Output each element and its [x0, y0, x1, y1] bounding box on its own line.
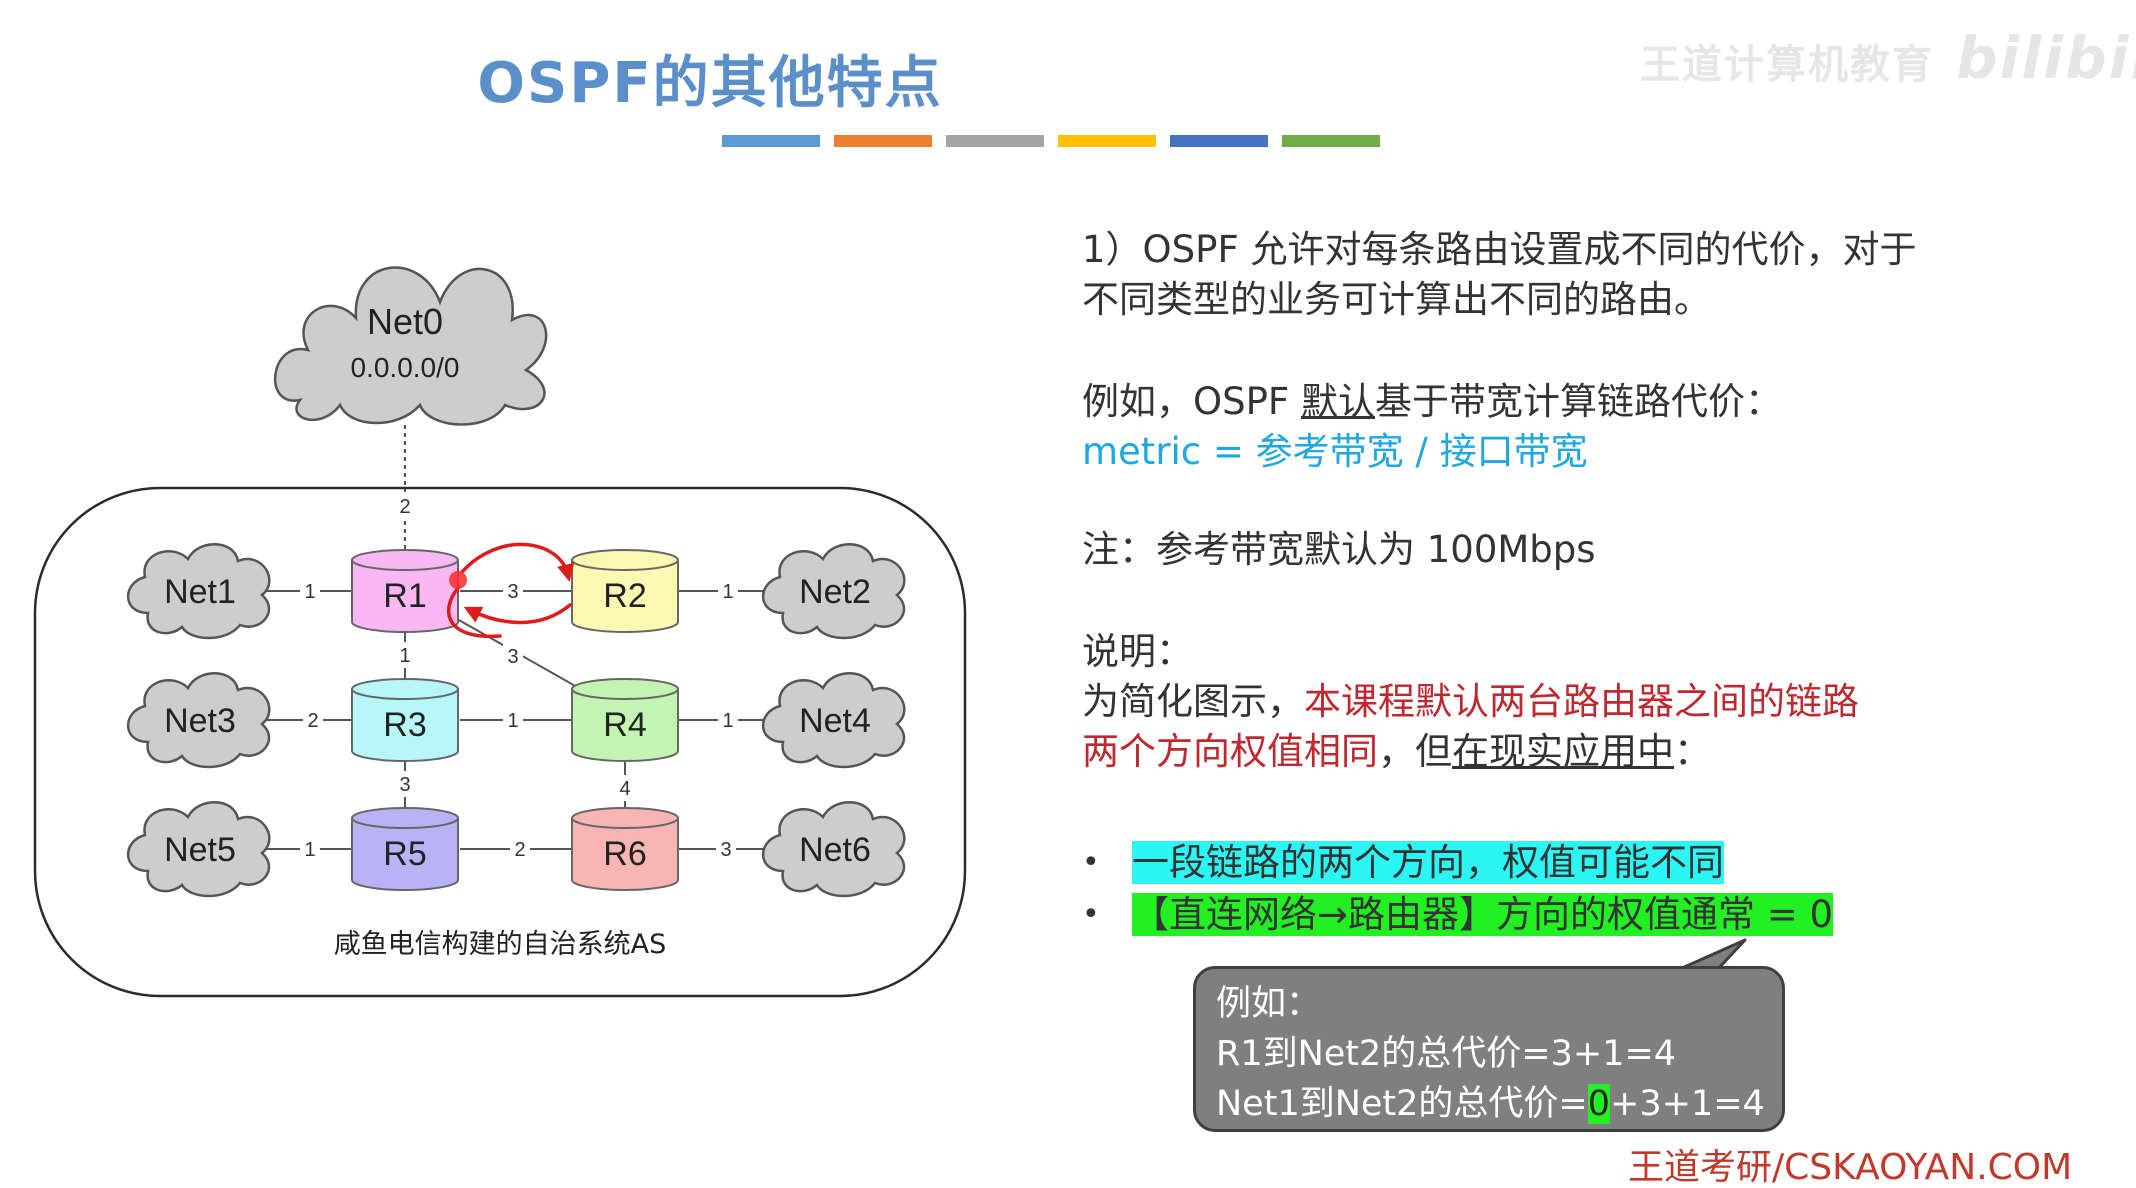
as-label: 咸鱼电信构建的自治系统AS [334, 929, 667, 960]
bullet-item-2: • 【直连网络→路由器】方向的权值通常 = 0 [1082, 889, 1834, 941]
cost-r1-r4: 3 [507, 646, 518, 668]
explanation-line2: 两个方向权值相同，但在现实应用中： [1082, 727, 2002, 777]
color-bar-3 [946, 135, 1044, 147]
callout-line3-suffix: +3+1=4 [1610, 1084, 1765, 1124]
cost-r3-r5: 3 [399, 774, 410, 796]
router-label: R3 [383, 706, 426, 744]
explanation-line1: 为简化图示，本课程默认两台路由器之间的链路 [1082, 677, 2002, 727]
text-panel: 1）OSPF 允许对每条路由设置成不同的代价，对于 不同类型的业务可计算出不同的… [1082, 225, 2002, 777]
example-line: 例如，OSPF 默认基于带宽计算链路代价： [1082, 377, 2002, 427]
cost-r1-r2: 3 [507, 581, 518, 603]
color-bar-4 [1058, 135, 1156, 147]
default-underlined: 默认 [1300, 380, 1375, 423]
explanation-title: 说明： [1082, 630, 1193, 673]
callout-line3-prefix: Net1到Net2的总代价= [1216, 1084, 1588, 1124]
cloud-label: Net3 [164, 702, 236, 740]
red-annotation-arrows [447, 542, 575, 639]
bullet-2-text: 【直连网络→路由器】方向的权值通常 = 0 [1132, 893, 1834, 936]
cost-net1-r1: 1 [304, 581, 315, 603]
explanation-l2-red: 两个方向权值相同 [1082, 730, 1378, 773]
bullet-item-1: • 一段链路的两个方向，权值可能不同 [1082, 837, 1833, 889]
cloud-label: Net5 [164, 831, 236, 869]
router-r1: R1 [351, 549, 459, 633]
cost-net5-r5: 1 [304, 839, 315, 861]
cost-r5-r6: 2 [514, 839, 525, 861]
point1-line2: 不同类型的业务可计算出不同的路由。 [1082, 278, 1711, 321]
example-prefix: 例如，OSPF [1082, 380, 1301, 423]
cost-net3-r3: 2 [307, 710, 318, 732]
router-r6: R6 [571, 807, 679, 891]
ospf-topology-diagram: Net0 0.0.0.0/0 2 1 3 1 1 3 2 1 [33, 266, 967, 998]
router-r3: R3 [351, 678, 459, 762]
cloud-net0: Net0 0.0.0.0/0 [273, 266, 548, 426]
explanation-l1-black: 为简化图示， [1082, 680, 1304, 723]
cloud-net2: Net2 [761, 543, 906, 640]
as-boundary [33, 486, 967, 998]
callout-line3: Net1到Net2的总代价=0+3+1=4 [1216, 1079, 1782, 1129]
reference-bandwidth-note: 注：参考带宽默认为 100Mbps [1082, 528, 1596, 571]
cost-r4-net4: 1 [722, 710, 733, 732]
cloud-label: Net4 [799, 702, 871, 740]
example-suffix: 基于带宽计算链路代价： [1374, 380, 1782, 423]
color-bar-2 [834, 135, 932, 147]
real-world-underlined: 在现实应用中 [1452, 730, 1674, 773]
cost-r3-r4: 1 [507, 710, 518, 732]
router-label: R4 [603, 706, 646, 744]
example-callout: 例如： R1到Net2的总代价=3+1=4 Net1到Net2的总代价=0+3+… [1193, 966, 1785, 1132]
cloud-net1: Net1 [126, 543, 271, 640]
explanation-l2-black: ，但 [1378, 730, 1452, 773]
router-label: R1 [383, 577, 426, 615]
cost-r4-r6: 4 [619, 778, 630, 800]
color-bar-1 [722, 135, 820, 147]
explanation-l2-end: ： [1674, 730, 1711, 773]
net0-address: 0.0.0.0/0 [351, 352, 460, 383]
metric-formula: metric = 参考带宽 / 接口带宽 [1082, 430, 1588, 473]
watermark: 王道计算机教育 bilibili [1640, 24, 2136, 92]
net0-name: Net0 [367, 301, 443, 342]
bullet-1-text: 一段链路的两个方向，权值可能不同 [1132, 841, 1724, 884]
router-r5: R5 [351, 807, 459, 891]
footer-url: 王道考研/CSKAOYAN.COM [1628, 1147, 2073, 1188]
cloud-net6: Net6 [761, 801, 906, 898]
slide-title: OSPF的其他特点 [477, 51, 943, 116]
cloud-label: Net1 [164, 573, 236, 611]
color-bar-6 [1282, 135, 1380, 147]
cost-r1-r3: 1 [399, 645, 410, 667]
bullet-dot-icon: • [1082, 897, 1100, 932]
bullet-dot-icon: • [1082, 845, 1100, 880]
laser-pointer-dot [449, 571, 467, 589]
color-bar-5 [1170, 135, 1268, 147]
cloud-net4: Net4 [761, 672, 906, 769]
cloud-label: Net6 [799, 831, 871, 869]
router-label: R5 [383, 835, 426, 873]
router-label: R6 [603, 835, 646, 873]
bilibili-logo-icon: bilibili [1956, 24, 2136, 92]
cloud-label: Net2 [799, 573, 871, 611]
callout-line1: 例如： [1216, 984, 1322, 1024]
router-label: R2 [603, 577, 646, 615]
router-r2: R2 [571, 549, 679, 633]
bullet-list: • 一段链路的两个方向，权值可能不同 • 【直连网络→路由器】方向的权值通常 = 0 [1082, 837, 1834, 941]
cost-r2-net2: 1 [722, 581, 733, 603]
cloud-net5: Net5 [126, 801, 271, 898]
router-r4: R4 [571, 678, 679, 762]
point1-line1: 1）OSPF 允许对每条路由设置成不同的代价，对于 [1082, 228, 1917, 271]
watermark-text: 王道计算机教育 [1640, 42, 1934, 88]
explanation-l1-red: 本课程默认两台路由器之间的链路 [1304, 680, 1859, 723]
callout-zero-highlight: 0 [1587, 1084, 1611, 1124]
cost-r6-net6: 3 [720, 839, 731, 861]
cost-net0-r1: 2 [399, 496, 410, 518]
cloud-net3: Net3 [126, 672, 271, 769]
callout-line2: R1到Net2的总代价=3+1=4 [1216, 1034, 1677, 1074]
